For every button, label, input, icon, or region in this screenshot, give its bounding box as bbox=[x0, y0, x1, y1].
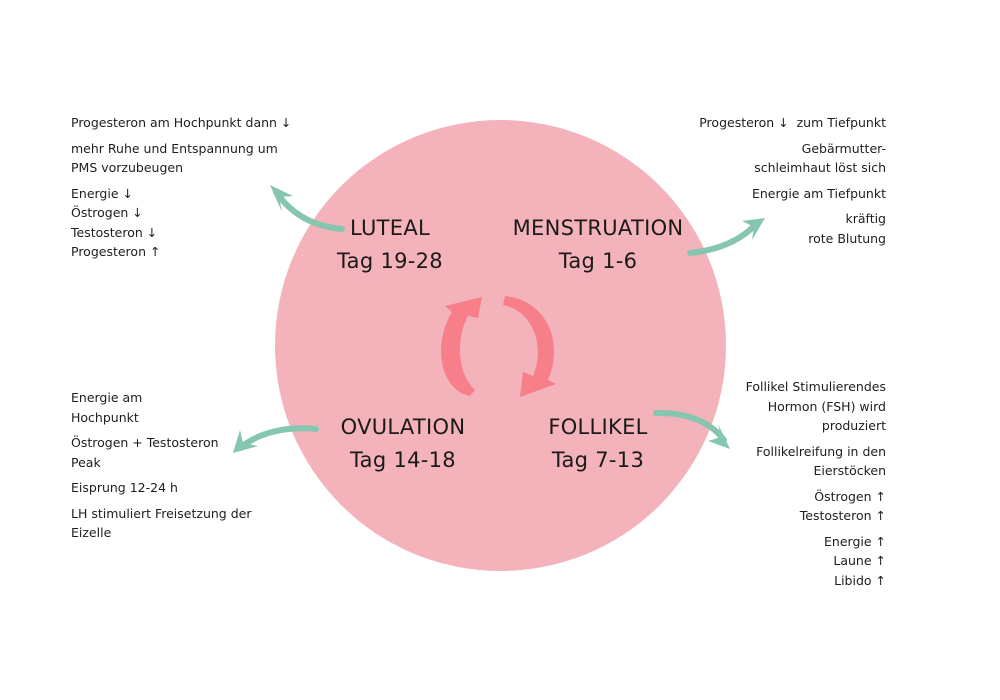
note-group: Progesteron ↓ zum Tiefpunkt bbox=[699, 113, 886, 133]
note-line: rote Blutung bbox=[808, 230, 886, 246]
phase-name: OVULATION bbox=[340, 415, 466, 439]
note-line: Hormon (FSH) wird bbox=[767, 398, 886, 414]
phase-name: FOLLIKEL bbox=[548, 415, 648, 439]
phase-days: Tag 1-6 bbox=[558, 249, 638, 273]
note-group: Energie am Hochpunkt bbox=[71, 388, 251, 427]
phase-days: Tag 7-13 bbox=[551, 448, 645, 472]
note-line: Libido ↑ bbox=[834, 572, 886, 588]
cycle-arrow-left bbox=[440, 297, 482, 396]
note-line: Eisprung 12-24 h bbox=[71, 480, 178, 495]
phase-ovulation: OVULATION Tag 14-18 bbox=[293, 411, 513, 477]
phase-days: Tag 14-18 bbox=[350, 448, 456, 472]
ovulation-notes: Energie am Hochpunkt Östrogen + Testoste… bbox=[71, 388, 251, 549]
note-line: Progesteron am Hochpunkt dann ↓ bbox=[71, 115, 292, 130]
phase-luteal: LUTEAL Tag 19-28 bbox=[280, 212, 500, 278]
arrowhead-follikel bbox=[708, 424, 730, 449]
cycle-circle bbox=[275, 120, 726, 571]
note-group: LH stimuliert Freisetzung der Eizelle bbox=[71, 504, 251, 543]
phase-name: MENSTRUATION bbox=[512, 216, 684, 240]
note-line: Östrogen ↓ bbox=[71, 205, 143, 220]
note-group: kräftig rote Blutung bbox=[699, 209, 886, 248]
note-line: LH stimuliert Freisetzung der bbox=[71, 505, 252, 521]
note-line: Testosteron ↑ bbox=[799, 508, 886, 523]
note-line: Progesteron ↓ zum Tiefpunkt bbox=[699, 115, 886, 130]
note-group: Energie am Tiefpunkt bbox=[699, 184, 886, 204]
note-group: Östrogen ↑ Testosteron ↑ bbox=[746, 487, 886, 526]
note-group: Follikel Stimulierendes Hormon (FSH) wir… bbox=[746, 377, 886, 436]
arrowhead-menstruation bbox=[742, 218, 765, 240]
phase-menstruation: MENSTRUATION Tag 1-6 bbox=[488, 212, 708, 278]
note-line: Follikel Stimulierendes bbox=[745, 379, 886, 394]
note-line: Follikelreifung in den bbox=[756, 443, 886, 459]
note-group: mehr Ruhe und Entspannung um PMS vorzube… bbox=[71, 139, 291, 178]
note-group: Energie ↓ Östrogen ↓ Testosteron ↓ Proge… bbox=[71, 184, 291, 262]
arrowhead-ovulation bbox=[233, 430, 258, 453]
arrow-to-follikel-notes bbox=[653, 409, 727, 443]
note-line: Östrogen + Testosteron bbox=[71, 435, 219, 450]
note-line: Laune ↑ bbox=[833, 553, 886, 568]
note-line: Eizelle bbox=[71, 525, 112, 540]
note-line: Energie ↓ bbox=[71, 185, 133, 201]
note-line: Testosteron ↓ bbox=[71, 224, 158, 240]
note-line: PMS vorzubeugen bbox=[71, 160, 183, 175]
arrow-to-luteal-notes bbox=[273, 189, 345, 232]
note-line: Östrogen ↑ bbox=[814, 488, 886, 504]
arrowhead-luteal bbox=[270, 185, 293, 212]
phase-days: Tag 19-28 bbox=[337, 249, 443, 273]
note-line: Energie ↑ bbox=[824, 533, 886, 549]
note-line: Progesteron ↑ bbox=[71, 244, 161, 259]
luteal-notes: Progesteron am Hochpunkt dann ↓ mehr Ruh… bbox=[71, 113, 291, 268]
phase-name: LUTEAL bbox=[350, 216, 430, 240]
note-line: mehr Ruhe und Entspannung um bbox=[71, 140, 278, 156]
note-line: Energie am bbox=[71, 390, 143, 405]
note-group: Eisprung 12-24 h bbox=[71, 478, 251, 498]
phase-follikel: FOLLIKEL Tag 7-13 bbox=[488, 411, 708, 477]
note-group: Östrogen + Testosteron Peak bbox=[71, 433, 251, 472]
note-line: kräftig bbox=[845, 211, 886, 226]
note-group: Gebärmutter- schleimhaut löst sich bbox=[699, 139, 886, 178]
arrow-to-menstruation-notes bbox=[687, 219, 761, 256]
menstruation-notes: Progesteron ↓ zum Tiefpunkt Gebärmutter-… bbox=[699, 113, 886, 254]
note-line: schleimhaut löst sich bbox=[754, 160, 886, 175]
note-line: Peak bbox=[71, 454, 101, 470]
note-group: Progesteron am Hochpunkt dann ↓ bbox=[71, 113, 291, 133]
note-line: Energie am Tiefpunkt bbox=[751, 185, 886, 201]
note-group: Follikelreifung in den Eierstöcken bbox=[746, 442, 886, 481]
note-line: Hochpunkt bbox=[71, 409, 139, 425]
follikel-notes: Follikel Stimulierendes Hormon (FSH) wir… bbox=[746, 377, 886, 596]
note-line: Gebärmutter- bbox=[801, 140, 886, 156]
note-line: Eierstöcken bbox=[813, 463, 886, 478]
cycle-arrow-right bbox=[503, 296, 556, 397]
note-line: produziert bbox=[821, 418, 886, 433]
note-group: Energie ↑ Laune ↑ Libido ↑ bbox=[746, 532, 886, 591]
